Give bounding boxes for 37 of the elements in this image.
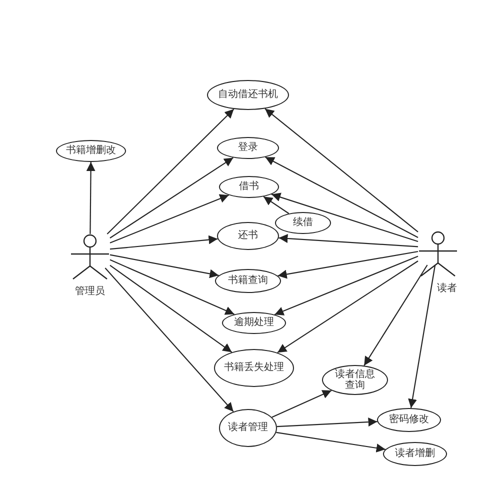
arrow — [276, 432, 386, 452]
arrow — [265, 156, 418, 238]
arrow — [271, 192, 418, 242]
arrow — [278, 234, 418, 248]
use-case-ellipse: 读者信息查询 — [322, 365, 388, 395]
arrow — [104, 268, 234, 412]
use-case-ellipse: 书籍增删改 — [56, 140, 126, 162]
use-case-ellipse: 借书 — [219, 176, 279, 198]
use-case-ellipse: 密码修改 — [377, 408, 441, 432]
arrow — [408, 264, 436, 408]
arrow — [264, 108, 418, 232]
use-case-ellipse: 自动借还书机 — [207, 80, 289, 110]
arrow — [110, 157, 234, 238]
arrow — [274, 256, 418, 316]
use-case-ellipse: 续借 — [275, 212, 331, 234]
actor-label: 管理员 — [74, 285, 106, 298]
arrow — [364, 264, 428, 366]
use-case-ellipse: 书籍查询 — [215, 269, 281, 293]
arrow — [106, 108, 234, 234]
arrow — [278, 250, 418, 279]
arrow — [110, 264, 232, 353]
arrow — [110, 254, 219, 278]
arrow — [86, 162, 96, 234]
use-case-ellipse: 书籍丢失处理 — [214, 349, 294, 387]
arrow — [272, 390, 332, 418]
arrow — [110, 235, 218, 250]
arrow — [276, 418, 378, 428]
arrow — [110, 194, 229, 244]
actor-label: 读者 — [436, 282, 458, 295]
use-case-ellipse: 逾期处理 — [222, 312, 286, 334]
use-case-ellipse: 读者管理 — [219, 409, 277, 447]
use-case-ellipse: 读者增删 — [383, 442, 447, 466]
use-case-ellipse: 还书 — [217, 222, 279, 250]
arrow — [110, 259, 235, 315]
arrow — [277, 260, 418, 354]
arrow — [263, 196, 290, 214]
use-case-ellipse: 登录 — [217, 137, 279, 159]
